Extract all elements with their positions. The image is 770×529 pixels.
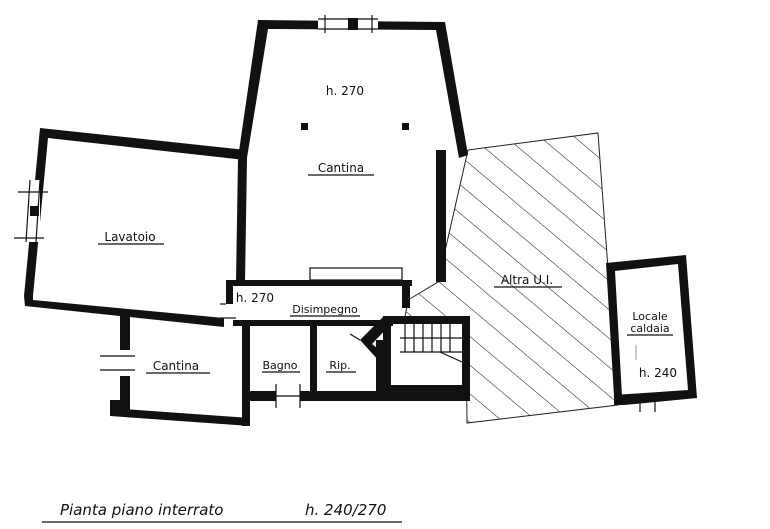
ripostiglio-name-label: Rip. bbox=[329, 359, 350, 372]
lavatoio-walls bbox=[14, 128, 246, 327]
bagno-name-label: Bagno bbox=[263, 359, 298, 372]
lavatoio-name-label: Lavatoio bbox=[104, 230, 155, 244]
bagno-rip-walls bbox=[250, 322, 470, 408]
locale-caldaia-name-line1: Locale bbox=[632, 310, 668, 323]
stair-treads bbox=[400, 324, 463, 363]
cantina-bottom-walls bbox=[100, 310, 250, 426]
disimpegno-height-label: h. 270 bbox=[236, 291, 274, 305]
stairwell bbox=[349, 316, 470, 400]
disimpegno-name-label: Disimpegno bbox=[292, 303, 358, 316]
cantina-bottom-name-label: Cantina bbox=[153, 359, 199, 373]
plan-caption-height: h. 240/270 bbox=[305, 501, 386, 519]
plan-caption-title: Pianta piano interrato bbox=[60, 501, 223, 519]
cantina-top-name-label: Cantina bbox=[318, 161, 364, 175]
altra-ui-name-label: Altra U.I. bbox=[501, 273, 553, 287]
locale-caldaia-name-line2: caldaia bbox=[630, 322, 669, 335]
cantina-top-walls bbox=[236, 15, 468, 282]
locale-caldaia-walls bbox=[606, 255, 697, 412]
cantina-top-height-label: h. 270 bbox=[326, 84, 364, 98]
locale-caldaia-height-label: h. 240 bbox=[639, 366, 677, 380]
